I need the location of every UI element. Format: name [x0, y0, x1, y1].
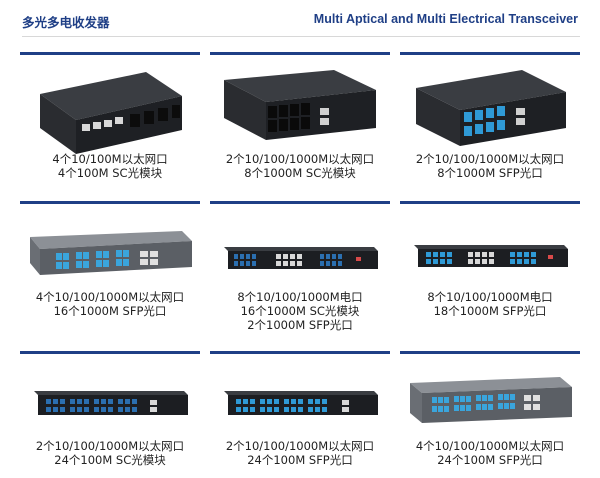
card-accent-bar: [20, 351, 200, 354]
product-caption: 8个10/100/1000M电口 16个1000M SC光模块 2个1000M …: [210, 290, 390, 332]
product-image-rack-16sc-8rj: [216, 211, 384, 323]
product-caption: 8个10/100/1000M电口 18个1000M SFP光口: [400, 290, 580, 318]
card-accent-bar: [400, 201, 580, 204]
caption-line: 24个100M SFP光口: [247, 453, 353, 467]
product-caption: 2个10/100/1000M以太网口 24个100M SC光模块: [20, 439, 200, 467]
caption-line: 8个1000M SC光模块: [244, 166, 356, 180]
caption-line: 24个100M SFP光口: [437, 453, 543, 467]
caption-line: 8个10/100/1000M电口: [427, 290, 553, 304]
product-caption: 2个10/100/1000M以太网口 8个1000M SFP光口: [400, 152, 580, 180]
caption-line: 2个10/100/1000M以太网口: [225, 439, 375, 453]
caption-line: 2个10/100/1000M以太网口: [225, 152, 375, 166]
caption-line: 2个1000M SFP光口: [247, 318, 353, 332]
caption-line: 2个10/100/1000M以太网口: [35, 439, 185, 453]
card-accent-bar: [210, 351, 390, 354]
product-image-desktop-4x4-sc: [26, 62, 194, 174]
product-image-rack-24sc: [26, 361, 194, 473]
header-divider: [22, 36, 580, 37]
section-title-en: Multi Aptical and Multi Electrical Trans…: [313, 12, 578, 26]
product-image-rack-18sfp-8rj: [406, 211, 574, 323]
product-caption: 4个10/100/1000M以太网口 24个100M SFP光口: [400, 439, 580, 467]
caption-line: 24个100M SC光模块: [54, 453, 166, 467]
section-title-cn: 多光多电收发器: [22, 15, 110, 30]
card-accent-bar: [20, 201, 200, 204]
caption-line: 8个1000M SFP光口: [437, 166, 543, 180]
product-image-rack-16sfp-grey: [26, 211, 194, 323]
product-caption: 2个10/100/1000M以太网口 24个100M SFP光口: [210, 439, 390, 467]
card-accent-bar: [210, 52, 390, 55]
product-caption: 4个10/100M以太网口 4个100M SC光模块: [20, 152, 200, 180]
caption-line: 4个10/100/1000M以太网口: [415, 439, 565, 453]
card-accent-bar: [400, 52, 580, 55]
product-caption: 2个10/100/1000M以太网口 8个1000M SC光模块: [210, 152, 390, 180]
caption-line: 4个100M SC光模块: [57, 166, 163, 180]
caption-line: 4个10/100M以太网口: [52, 152, 168, 166]
card-accent-bar: [400, 351, 580, 354]
caption-line: 16个1000M SFP光口: [53, 304, 167, 318]
caption-line: 18个1000M SFP光口: [433, 304, 547, 318]
caption-line: 8个10/100/1000M电口: [237, 290, 363, 304]
product-image-desktop-8sfp-blue: [406, 62, 574, 174]
product-image-desktop-8sc-2rj: [216, 62, 384, 174]
caption-line: 2个10/100/1000M以太网口: [415, 152, 565, 166]
page-header: 多光多电收发器 Multi Aptical and Multi Electric…: [0, 0, 600, 38]
card-accent-bar: [210, 201, 390, 204]
caption-line: 4个10/100/1000M以太网口: [35, 290, 185, 304]
product-image-rack-24sfp: [216, 361, 384, 473]
caption-line: 16个1000M SC光模块: [240, 304, 360, 318]
product-caption: 4个10/100/1000M以太网口 16个1000M SFP光口: [20, 290, 200, 318]
card-accent-bar: [20, 52, 200, 55]
product-image-rack-24sfp-grey: [406, 361, 574, 473]
